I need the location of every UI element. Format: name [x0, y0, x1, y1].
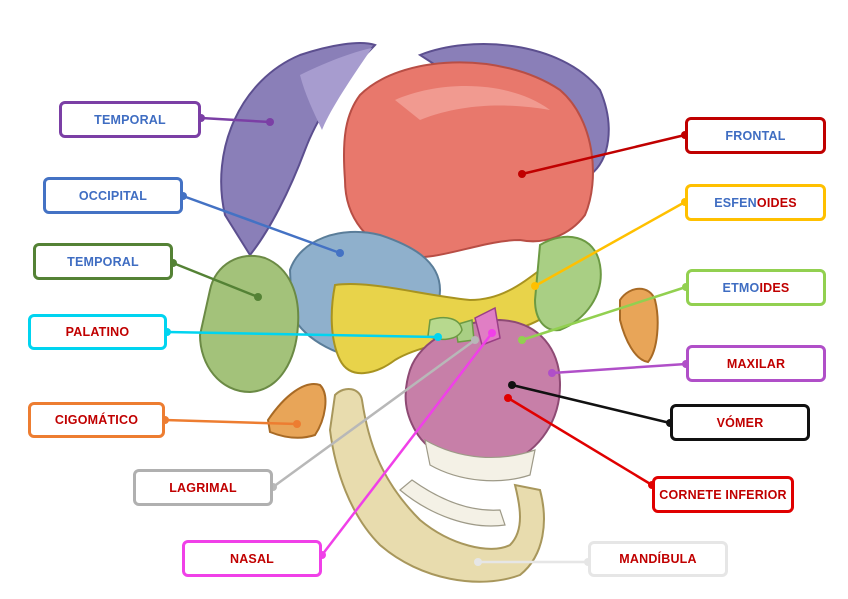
dot-maxilar-b [548, 369, 556, 377]
lower-teeth-shape [399, 479, 506, 527]
label-text: TEMPORAL [67, 254, 139, 269]
dot-etmoides-b [518, 336, 526, 344]
dot-cigomatico-b [293, 420, 301, 428]
frontal-bone-shape [342, 61, 594, 259]
leader-lines [161, 114, 690, 566]
label-cornete: CORNETE INFERIOR [652, 476, 794, 513]
label-text-part-a: ESFEN [714, 195, 757, 210]
label-text: OCCIPITAL [78, 188, 148, 203]
label-vomer: VÓMER [670, 404, 810, 441]
temporal-bone-top-inner [300, 48, 372, 130]
leader-etmoides [521, 285, 687, 342]
label-text: CIGOMÁTICO [54, 413, 139, 427]
label-text: FRONTAL [725, 128, 786, 143]
label-palatino: PALATINO [28, 314, 167, 350]
leader-temporal-top [200, 116, 271, 124]
label-mandibula: MANDÍBULA [588, 541, 728, 577]
temporal-bone-left-shape [198, 254, 300, 394]
leader-esfenoides [534, 200, 686, 288]
zygomatic-bone-right-shape [619, 287, 659, 364]
dot-lagrimal-b [471, 336, 479, 344]
leader-temporal-left [172, 261, 259, 299]
label-text-part-b: OIDES [756, 195, 797, 210]
label-text: LAGRIMAL [169, 480, 237, 495]
label-text: MANDÍBULA [619, 552, 697, 566]
dot-esfenoides-b [531, 282, 539, 290]
dot-nasal-b [488, 329, 496, 337]
dot-temporal-top-b [266, 118, 274, 126]
label-text: CORNETE INFERIOR [659, 487, 787, 502]
leader-cigomatico [164, 418, 298, 426]
label-text: PALATINO [65, 325, 130, 339]
dot-occipital-b [336, 249, 344, 257]
leader-cornete [507, 396, 653, 487]
label-temporal-left: TEMPORAL [33, 243, 173, 280]
label-text: MAXILAR [726, 356, 786, 371]
label-occipital: OCCIPITAL [43, 177, 183, 214]
dot-cornete-b [504, 394, 512, 402]
label-text-part-a: ETMO [722, 280, 760, 295]
ethmoid-bone-shape [533, 235, 602, 332]
leader-vomer [511, 383, 671, 425]
dot-temporal-left-b [254, 293, 262, 301]
upper-teeth-shape [424, 438, 536, 482]
label-text: TEMPORAL [94, 112, 166, 127]
label-text: NASAL [229, 551, 275, 566]
label-maxilar: MAXILAR [686, 345, 826, 382]
label-nasal: NASAL [182, 540, 322, 577]
label-cigomatico: CIGOMÁTICO [28, 402, 165, 438]
leader-frontal [521, 133, 686, 176]
temporal-bone-top-shape [220, 42, 377, 257]
leader-lagrimal [272, 338, 476, 489]
dot-vomer-b [508, 381, 516, 389]
frontal-bone-highlight [395, 86, 550, 120]
label-text: VÓMER [716, 415, 764, 430]
label-temporal-top: TEMPORAL [59, 101, 201, 138]
dot-frontal-b [518, 170, 526, 178]
mandible-bone-shape [328, 388, 545, 583]
leader-palatino [166, 330, 439, 339]
leader-occipital [182, 194, 341, 255]
label-text-part-b: IDES [759, 280, 790, 295]
leader-maxilar [551, 362, 687, 375]
dot-mandibula-b [474, 558, 482, 566]
leader-nasal [321, 332, 493, 556]
label-lagrimal: LAGRIMAL [133, 469, 273, 506]
dot-palatino-b [434, 333, 442, 341]
zygomatic-bone-left-shape [266, 383, 327, 439]
label-frontal: FRONTAL [685, 117, 826, 154]
